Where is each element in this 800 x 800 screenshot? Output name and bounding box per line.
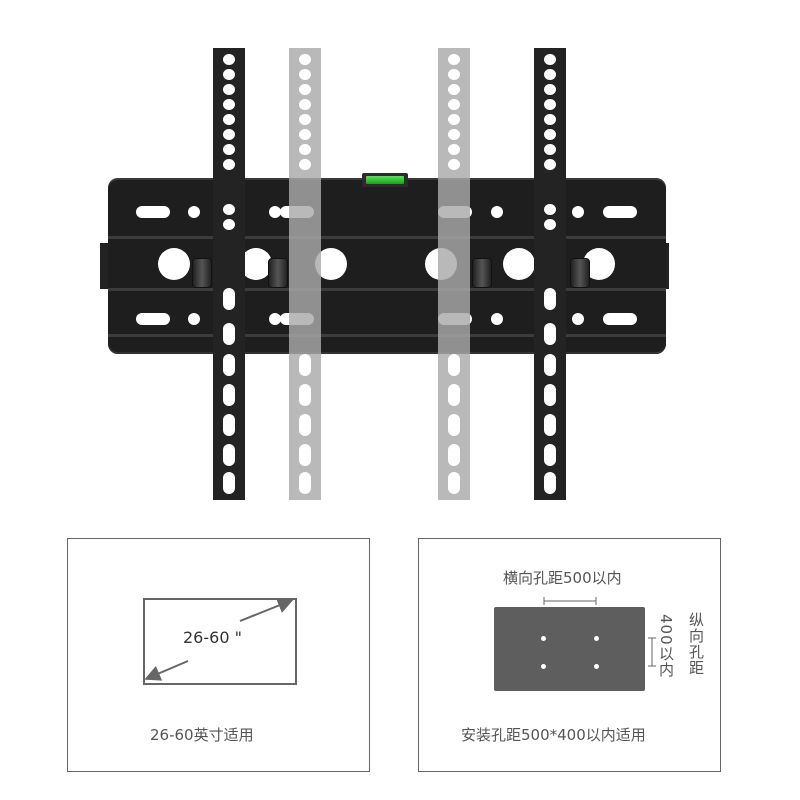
- round-hole: [269, 206, 281, 218]
- tv-arm-ghost-right: [438, 48, 470, 500]
- vertical-spacing-value: 400以内: [657, 614, 675, 678]
- large-hole: [240, 248, 272, 280]
- tv-arm-ghost-left: [289, 48, 321, 500]
- vesa-caption: 安装孔距500*400以内适用: [461, 726, 646, 744]
- slot-hole: [136, 313, 170, 325]
- size-caption: 26-60英寸适用: [150, 726, 254, 744]
- round-hole: [572, 206, 584, 218]
- left-side-tab: [100, 243, 109, 289]
- tv-arm-left: [213, 48, 245, 500]
- round-hole: [572, 313, 584, 325]
- slot-hole: [603, 313, 637, 325]
- vertical-spacing-title: 纵向孔距: [687, 612, 705, 676]
- diagonal-arrow-icon: [144, 598, 294, 681]
- vesa-hole: [594, 636, 599, 641]
- vertical-dimension-icon: [648, 637, 656, 667]
- large-hole: [503, 248, 535, 280]
- tilt-knob-icon: [192, 258, 212, 288]
- bubble-level-icon: [362, 173, 408, 187]
- rail-line: [108, 288, 666, 291]
- horizontal-spacing-label: 横向孔距500以内: [503, 569, 622, 587]
- tilt-knob-icon: [268, 258, 288, 288]
- vesa-hole: [594, 664, 599, 669]
- round-hole: [188, 206, 200, 218]
- tv-screen-icon: [143, 598, 297, 685]
- diagonal-size-label: 26-60 ": [183, 628, 242, 647]
- tilt-knob-icon: [472, 258, 492, 288]
- vesa-hole: [541, 664, 546, 669]
- slot-hole: [136, 206, 170, 218]
- tv-arm-right: [534, 48, 566, 500]
- slot-hole: [603, 206, 637, 218]
- large-hole: [158, 248, 190, 280]
- rail-line: [108, 334, 666, 337]
- rail-line: [108, 236, 666, 239]
- vesa-hole: [541, 636, 546, 641]
- vesa-plate-icon: [494, 607, 645, 691]
- round-hole: [269, 313, 281, 325]
- round-hole: [491, 206, 503, 218]
- round-hole: [491, 313, 503, 325]
- round-hole: [188, 313, 200, 325]
- tilt-knob-icon: [570, 258, 590, 288]
- horizontal-dimension-icon: [543, 597, 597, 605]
